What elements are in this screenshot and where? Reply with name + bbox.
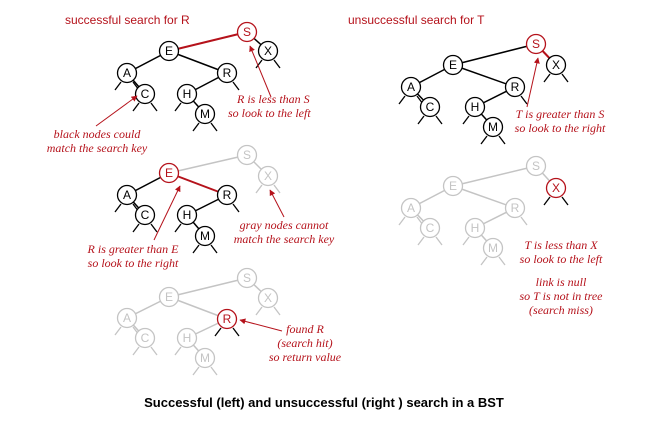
t5-node-c: C	[426, 221, 435, 235]
t3-node-s: S	[243, 271, 251, 285]
header-successful: successful search for R	[65, 13, 190, 27]
t5-node-x: X	[552, 181, 560, 195]
t3-node-x: X	[264, 291, 272, 305]
ann-link-null-1: link is null	[536, 275, 587, 289]
t1-node-s: S	[243, 25, 251, 39]
ann-r-less-than-s-1: R is less than S	[236, 92, 310, 106]
t3-node-e: E	[165, 290, 173, 304]
header-unsuccessful: unsuccessful search for T	[348, 13, 485, 27]
ann-black-nodes-2: match the search key	[47, 141, 148, 155]
t4-node-x: X	[552, 58, 560, 72]
tree-3: S E X A R C H M	[114, 267, 281, 376]
t2-node-x: X	[264, 169, 272, 183]
ann-found-r-1: found R	[286, 322, 324, 336]
t3-node-h: H	[183, 331, 192, 345]
t5-node-s: S	[532, 159, 540, 173]
t2-node-a: A	[123, 188, 131, 202]
ann-r-greater-than-e-2: so look to the right	[88, 256, 179, 270]
t4-node-h: H	[471, 100, 480, 114]
t5-node-h: H	[471, 221, 480, 235]
ann-gray-nodes-1: gray nodes cannot	[240, 218, 329, 232]
t3-node-m: M	[200, 351, 210, 365]
t2-node-s: S	[243, 148, 251, 162]
tree-2: S E X A R C H M	[114, 144, 281, 254]
t4-node-e: E	[449, 58, 457, 72]
t4-node-s: S	[532, 37, 540, 51]
tree-4: S E X A R C H M	[398, 33, 569, 145]
t4-node-r: R	[511, 80, 520, 94]
ann-black-nodes-1: black nodes could	[54, 127, 142, 141]
t5-node-a: A	[407, 201, 415, 215]
ann-t-less-than-x-1: T is less than X	[524, 238, 598, 252]
t1-node-e: E	[165, 44, 173, 58]
t2-node-h: H	[183, 208, 192, 222]
t1-node-c: C	[141, 87, 150, 101]
t3-node-a: A	[123, 311, 131, 325]
t5-node-r: R	[511, 201, 520, 215]
t2-node-c: C	[141, 208, 150, 222]
ann-t-less-than-x-2: so look to the left	[520, 252, 603, 266]
ann-r-less-than-s-2: so look to the left	[228, 106, 311, 120]
figure-caption: Successful (left) and unsuccessful (righ…	[144, 395, 504, 410]
t1-node-a: A	[123, 66, 131, 80]
ann-t-greater-than-s-2: so look to the right	[515, 121, 606, 135]
t2-node-r: R	[223, 188, 232, 202]
t5-node-e: E	[449, 179, 457, 193]
t1-node-x: X	[264, 44, 272, 58]
t1-node-h: H	[183, 87, 192, 101]
ann-r-greater-than-e-1: R is greater than E	[87, 242, 180, 256]
t2-node-e: E	[165, 166, 173, 180]
ann-gray-nodes-2: match the search key	[234, 232, 335, 246]
t1-node-r: R	[223, 66, 232, 80]
t4-node-c: C	[426, 100, 435, 114]
ann-link-null-2: so T is not in tree	[519, 289, 603, 303]
ann-link-null-3: (search miss)	[529, 303, 593, 317]
t2-node-m: M	[200, 229, 210, 243]
tree-5: S E X A R C H M	[398, 155, 569, 266]
ann-found-r-2: (search hit)	[277, 336, 332, 350]
tree-1: S E X A R C H M	[114, 21, 281, 132]
ann-found-r-3: so return value	[269, 350, 342, 364]
t5-node-m: M	[488, 241, 498, 255]
t3-node-r: R	[223, 312, 232, 326]
ann-t-greater-than-s-1: T is greater than S	[516, 107, 605, 121]
t3-node-c: C	[141, 331, 150, 345]
t4-node-m: M	[488, 120, 498, 134]
t4-node-a: A	[407, 80, 415, 94]
t1-node-m: M	[200, 107, 210, 121]
